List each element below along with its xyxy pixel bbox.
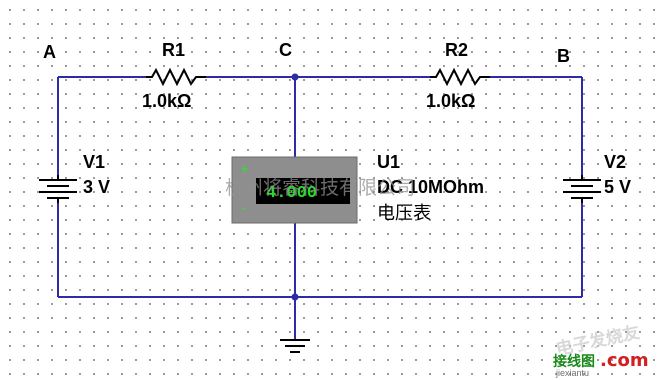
voltmeter-display [256, 178, 350, 204]
logo-url-text: jiexiantu [555, 368, 589, 378]
junction-node-c [291, 73, 299, 81]
watermark-company-text: 杭州将睿科技有限公司 [225, 177, 415, 199]
battery-v2-symbol[interactable] [563, 175, 601, 203]
resistor-r2-symbol[interactable] [430, 67, 490, 87]
battery-v2-name: V2 [604, 152, 626, 172]
node-label-a: A [43, 42, 56, 62]
battery-v1-name: V1 [83, 152, 105, 172]
junction-node-bottom [291, 293, 299, 301]
resistor-r1-value: 1.0kΩ [142, 91, 191, 111]
voltmeter-plus-terminal: + [241, 162, 248, 176]
logo-sub-text: 接线图 [553, 353, 595, 370]
voltmeter-type-label: 电压表 [377, 203, 431, 224]
resistor-r2-name: R2 [445, 40, 468, 60]
voltmeter-mode: DC 10MOhm [377, 177, 484, 197]
voltmeter-minus-terminal: - [242, 201, 246, 215]
logo-com-text: .com [600, 350, 649, 371]
site-logo-watermark: 电子发烧友 接线图 .com jiexiantu [553, 322, 649, 378]
voltmeter-u1[interactable]: 4.000 + - [231, 156, 358, 224]
ground-symbol [280, 339, 310, 353]
node-label-c: C [279, 40, 292, 60]
battery-v2-value: 5 V [604, 177, 631, 197]
node-label-b: B [557, 46, 570, 66]
voltmeter-reading: 4.000 [266, 184, 317, 203]
battery-v1-symbol[interactable] [39, 175, 77, 203]
battery-v1-value: 3 V [83, 177, 110, 197]
resistor-r2-value: 1.0kΩ [426, 91, 475, 111]
resistor-r1-name: R1 [162, 40, 185, 60]
resistor-r1-symbol[interactable] [146, 67, 206, 87]
wires [57, 76, 583, 340]
voltmeter-name: U1 [377, 152, 400, 172]
